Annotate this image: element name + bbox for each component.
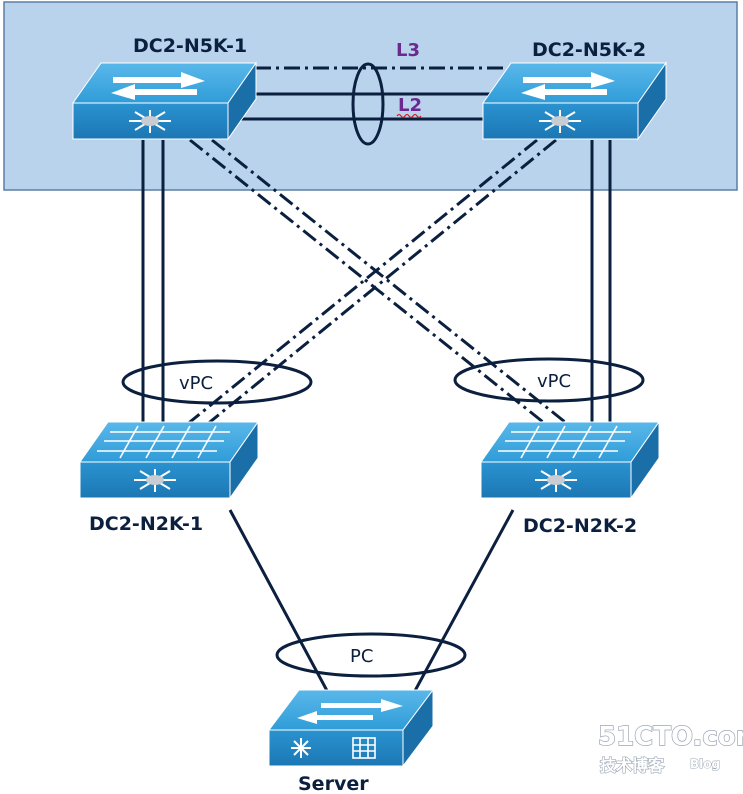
l2-spellcheck-underline xyxy=(396,113,422,119)
server-device[interactable] xyxy=(268,688,434,768)
watermark-brand: 51CTO.com xyxy=(598,722,743,752)
fabric-extender-icon xyxy=(480,420,660,500)
pc-label: PC xyxy=(350,646,373,667)
n5k1-label: DC2-N5K-1 xyxy=(133,35,247,57)
n5k2-device[interactable] xyxy=(482,61,667,141)
vpc-left-ring xyxy=(121,359,313,405)
watermark-tagline: 技术博客 xyxy=(600,756,665,775)
n2k1-device[interactable] xyxy=(79,420,259,500)
n5k1-n2k2-cross-link-b xyxy=(211,138,571,428)
n5k2-n2k1-cross-link-a xyxy=(184,138,538,428)
l3-link-label: L3 xyxy=(396,40,420,61)
vpc-right-label: vPC xyxy=(537,371,571,392)
n2k2-server-link xyxy=(408,509,515,701)
server-label: Server xyxy=(298,773,369,794)
pc-ring xyxy=(275,632,467,678)
n5k2-label: DC2-N5K-2 xyxy=(532,39,646,61)
n2k2-label: DC2-N2K-2 xyxy=(523,515,637,537)
n5k2-n2k1-cross-link-b xyxy=(204,138,557,428)
vpc-right-ring xyxy=(453,357,645,403)
fabric-extender-icon xyxy=(79,420,259,500)
n2k1-server-link xyxy=(228,509,334,701)
n5k1-device[interactable] xyxy=(72,61,257,141)
l2-port-channel-ring xyxy=(351,62,385,146)
server-switch-icon xyxy=(268,688,434,768)
vpc-left-label: vPC xyxy=(179,373,213,394)
n2k2-device[interactable] xyxy=(480,420,660,500)
l2-link-label: L2 xyxy=(398,95,422,116)
n5k1-n2k2-cross-link-a xyxy=(189,138,549,428)
layer3-switch-icon xyxy=(482,61,667,141)
watermark-blog: Blog xyxy=(690,757,720,771)
n2k1-label: DC2-N2K-1 xyxy=(89,513,203,535)
layer3-switch-icon xyxy=(72,61,257,141)
